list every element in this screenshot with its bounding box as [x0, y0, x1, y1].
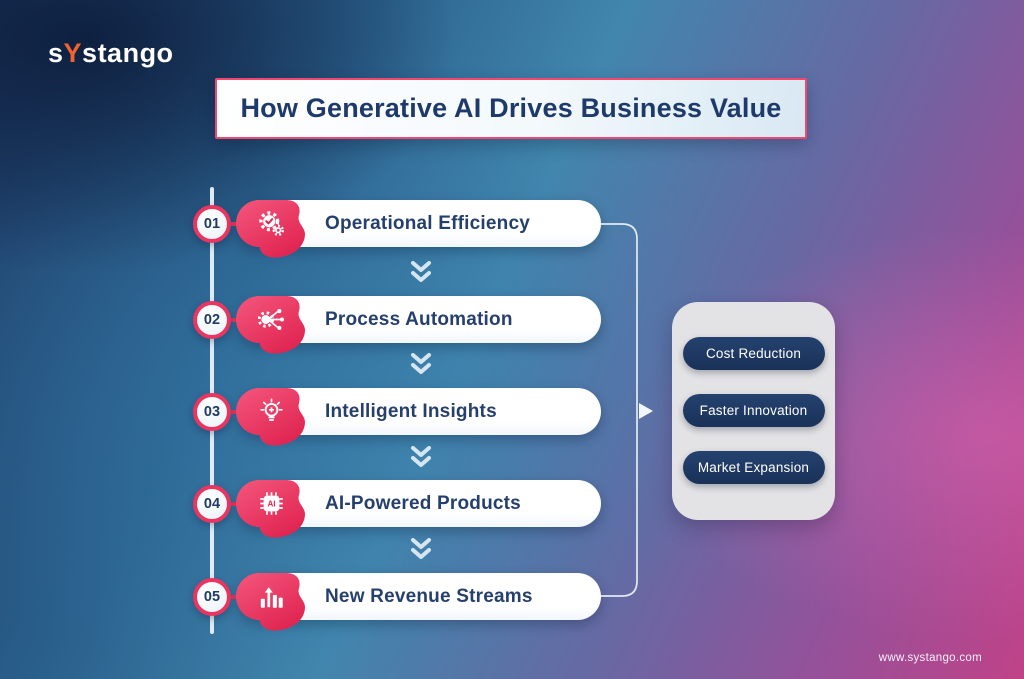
step-row-1: 01 Operational Efficiency [0, 200, 660, 258]
lightbulb-icon [260, 398, 283, 422]
bracket-connector-line [601, 223, 638, 597]
website-url: www.systango.com [878, 652, 982, 664]
step-pill: Operational Efficiency [236, 200, 601, 258]
growth-chart-icon [260, 587, 283, 608]
logo-text-suffix: stango [82, 38, 174, 68]
outcome-label: Market Expansion [697, 460, 810, 475]
page-title: How Generative AI Drives Business Value [240, 93, 782, 123]
outcome-label: Cost Reduction [705, 346, 802, 361]
step-row-3: 03 Intelligent Insights [0, 388, 660, 446]
step-pill: AI AI-Powered Products [236, 480, 601, 538]
step-row-4: 04 AI AI-Powered Products [0, 480, 660, 538]
step-number-badge: 01 [193, 204, 231, 243]
step-pill: New Revenue Streams [236, 573, 601, 631]
outcome-pill-market-expansion: Market Expansion [682, 451, 825, 484]
step-row-5: 05 New Revenue Streams [0, 573, 660, 631]
step-label: Operational Efficiency [325, 212, 531, 234]
step-number: 05 [203, 588, 221, 605]
icon-blob [236, 200, 305, 258]
step-number-badge: 05 [193, 577, 231, 616]
outcomes-panel: Cost Reduction Faster Innovation Market … [672, 302, 835, 520]
gears-check-icon [259, 211, 284, 236]
double-chevron-down-icon [411, 446, 431, 467]
step-number: 01 [203, 215, 221, 232]
double-chevron-down-icon [411, 538, 431, 559]
systango-logo: sYstango [48, 38, 174, 69]
icon-blob [236, 573, 305, 631]
logo-text-accent: Y [63, 38, 83, 68]
step-number-badge: 03 [193, 392, 231, 431]
right-arrow-icon [639, 403, 653, 419]
step-number-badge: 02 [193, 300, 231, 339]
step-number: 03 [203, 403, 221, 420]
step-label: AI-Powered Products [325, 492, 521, 514]
step-number: 02 [203, 311, 221, 328]
step-label: Intelligent Insights [325, 400, 497, 422]
step-number-badge: 04 [193, 484, 231, 523]
step-label: New Revenue Streams [325, 585, 533, 607]
ai-chip-icon: AI [260, 492, 283, 515]
step-pill: Process Automation [236, 296, 601, 354]
step-row-2: 02 Process Automation [0, 296, 660, 354]
svg-text:AI: AI [267, 499, 275, 508]
step-label: Process Automation [325, 308, 513, 330]
step-number: 04 [203, 495, 221, 512]
outcome-pill-faster-innovation: Faster Innovation [682, 394, 825, 427]
double-chevron-down-icon [411, 261, 431, 282]
gear-circuit-icon [258, 309, 284, 330]
outcome-pill-cost-reduction: Cost Reduction [682, 337, 825, 370]
title-box: How Generative AI Drives Business Value [215, 78, 807, 139]
logo-text-prefix: s [48, 38, 64, 68]
double-chevron-down-icon [411, 353, 431, 374]
step-pill: Intelligent Insights [236, 388, 601, 446]
outcome-label: Faster Innovation [699, 403, 808, 418]
